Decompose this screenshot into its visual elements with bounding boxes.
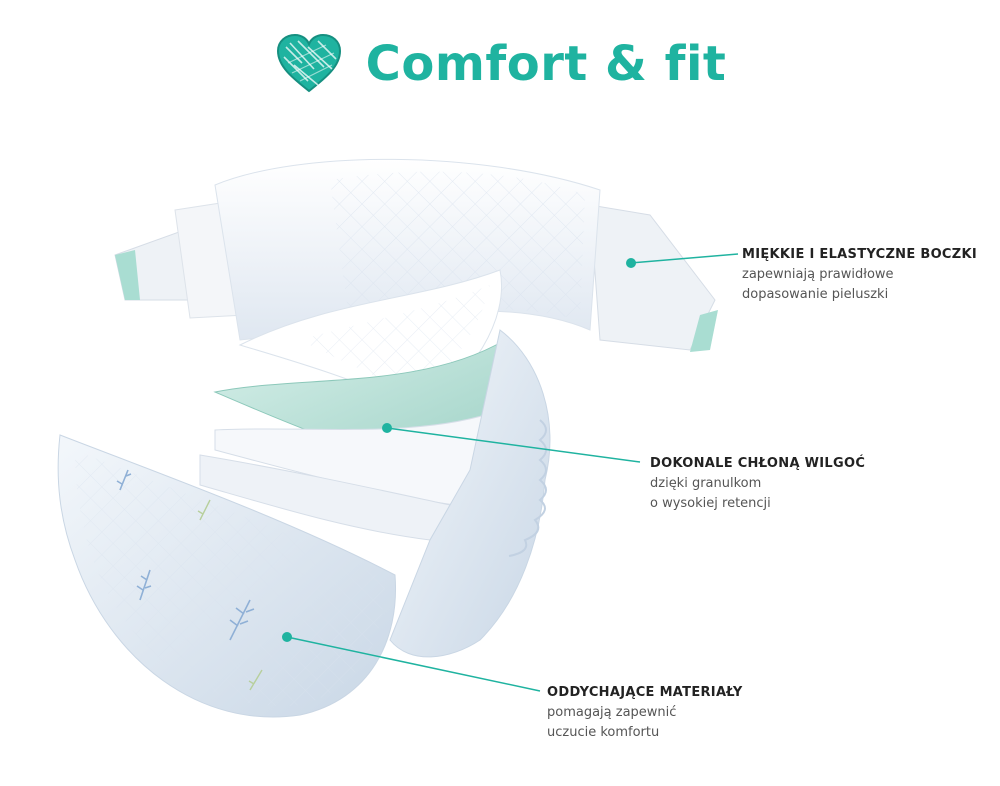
callout-text: pomagają zapewnić xyxy=(547,705,677,720)
callout-text: dzięki granulkom xyxy=(650,476,762,491)
connector-3 xyxy=(282,632,541,692)
connector-2 xyxy=(382,423,641,463)
callout-text: uczucie komfortu xyxy=(547,725,660,740)
callout-heading: ODDYCHAJĄCE MATERIAŁY xyxy=(547,685,743,700)
header: Comfort & fit xyxy=(0,24,1000,104)
callout-heading: DOKONALE CHŁONĄ WILGOĆ xyxy=(650,456,866,471)
leaf-decoration xyxy=(116,469,255,641)
callout-heading: MIĘKKIE I ELASTYCZNE BOCZKI xyxy=(742,247,978,262)
heart-icon xyxy=(276,33,341,93)
connector-1 xyxy=(626,253,739,268)
callout-text: zapewniają prawidłowe xyxy=(742,267,894,282)
right-side-tab xyxy=(589,204,718,352)
callout-absorbency: DOKONALE CHŁONĄ WILGOĆ dzięki granulkom … xyxy=(650,454,900,514)
callout-elastic-sides: MIĘKKIE I ELASTYCZNE BOCZKI zapewniają p… xyxy=(742,245,992,305)
callout-text: o wysokiej retencji xyxy=(650,496,771,511)
callout-text: dopasowanie pieluszki xyxy=(742,287,889,302)
outer-shell xyxy=(389,329,551,658)
page-title: Comfort & fit xyxy=(365,36,727,92)
callout-breathable: ODDYCHAJĄCE MATERIAŁY pomagają zapewnić … xyxy=(547,683,797,743)
